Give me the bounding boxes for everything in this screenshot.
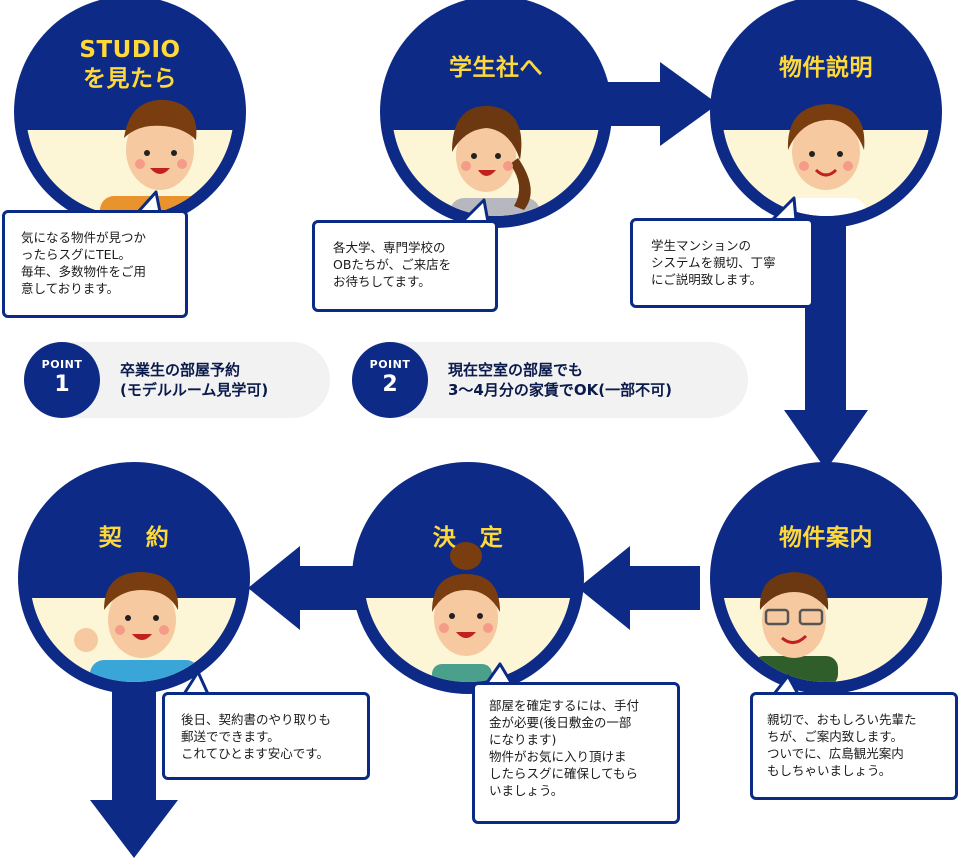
step-title-keiyaku: 契 約 [98,525,170,551]
step-title-kettei: 決 定 [432,525,504,551]
point-1-text: 卒業生の部屋予約 (モデルルーム見学可) [120,361,269,399]
point-1-pill: POINT 1 卒業生の部屋予約 (モデルルーム見学可) [24,342,330,418]
step-title-studio: STUDIO を見たら [79,37,181,92]
caption-bubble-gakuseisha: 各大学、専門学校の OBたちが、ご来店を お待ちしてます。 [312,220,498,312]
person-face-icon [759,572,829,658]
point-2-text: 現在空室の部屋でも 3〜4月分の家賃でOK(一部不可) [448,361,672,399]
arrow-right [590,62,718,146]
person-face-icon [124,99,197,190]
step-title-gakuseisha: 学生社へ [449,55,543,81]
caption-bubble-keiyaku: 後日、契約書のやり取りも 郵送でできます。 これてひとます安心です。 [162,692,370,780]
person-face-icon [452,105,531,210]
step-title-bukken-annai: 物件案内 [779,525,873,551]
step-circle-kettei [352,462,584,694]
point-2-badge: POINT 2 [352,342,428,418]
person-face-icon [74,572,179,658]
point-2-pill: POINT 2 現在空室の部屋でも 3〜4月分の家賃でOK(一部不可) [352,342,748,418]
point-1-badge: POINT 1 [24,342,100,418]
step-title-bukken-setsumei: 物件説明 [779,55,873,81]
step-circle-keiyaku [18,462,250,694]
step-circle-bukken-annai [710,462,942,694]
caption-bubble-bukken-annai: 親切で、おもしろい先輩た ちが、ご案内致します。 ついでに、広島観光案内 もしち… [750,692,958,800]
step-circle-bukken-setsumei [710,0,942,228]
arrow-down-bottom [90,680,178,858]
caption-bubble-bukken-setsumei: 学生マンションの システムを親切、丁寧 にご説明致します。 [630,218,814,308]
person-face-icon [787,104,865,190]
step-circle-gakuseisha [380,0,612,228]
arrow-left-lower-right [578,546,700,630]
arrow-left-lower-middle [248,546,375,630]
caption-bubble-kettei: 部屋を確定するには、手付 金が必要(後日敷金の一部 になります) 物件がお気に入… [472,682,680,824]
caption-bubble-studio: 気になる物件が見つか ったらスグにTEL。 毎年、多数物件をご用 意しております… [2,210,188,318]
person-face-icon [432,542,500,656]
